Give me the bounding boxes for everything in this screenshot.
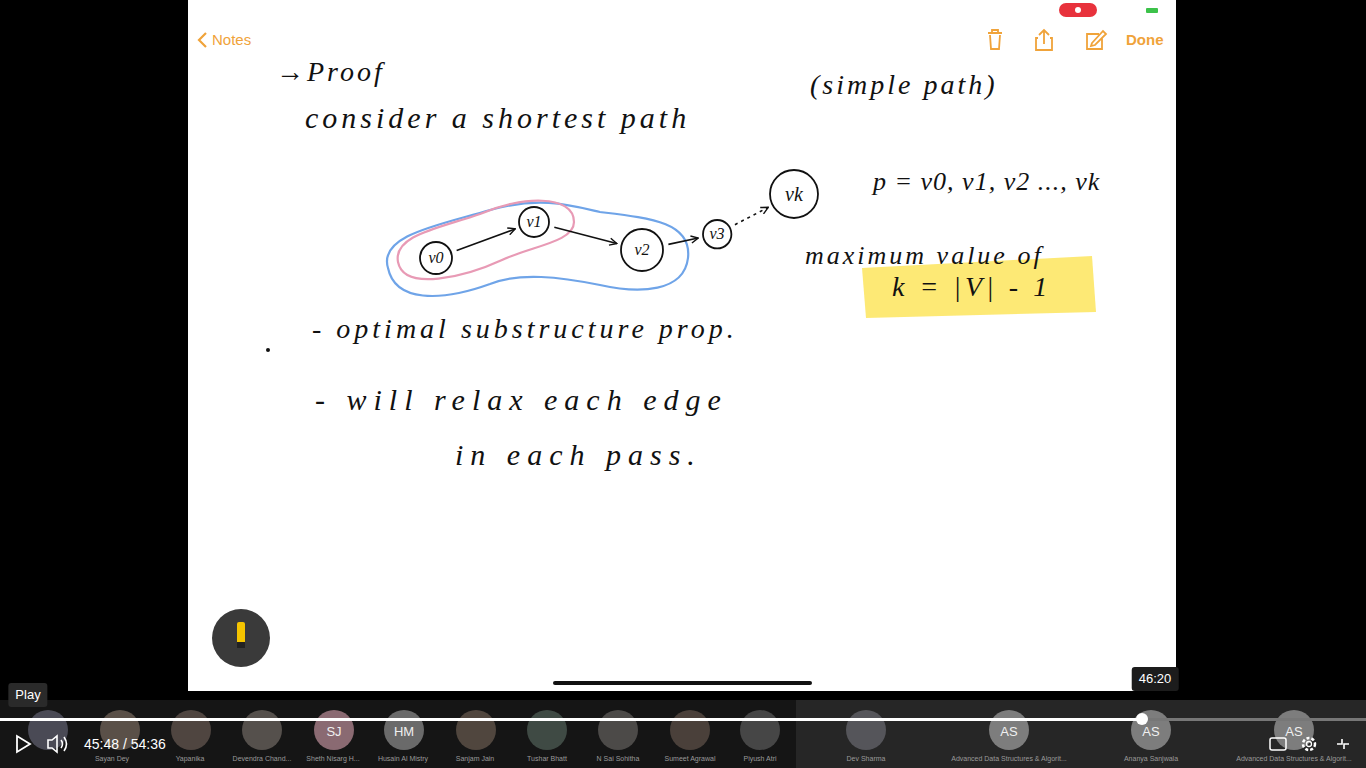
progress-remaining	[1142, 718, 1366, 721]
participant-strip	[796, 700, 1366, 768]
avatar	[527, 710, 567, 750]
participant-name: Advanced Data Structures & Algorit...	[1236, 755, 1352, 763]
participant-name: Husain Al Mistry	[378, 755, 428, 763]
vertex-outline	[420, 242, 452, 274]
avatar	[171, 710, 211, 750]
participant-name: Dev Sharma	[847, 755, 886, 763]
vertex-label: v1	[526, 214, 541, 230]
arrow-connector	[554, 227, 617, 243]
heading-note: →Proof	[276, 55, 385, 89]
toolbar-icons	[988, 30, 1106, 50]
participant-name: Ananya Sanjwala	[1124, 755, 1178, 763]
vertex-outline	[770, 170, 818, 218]
group-outline	[387, 203, 688, 296]
exit-fullscreen-icon	[1337, 739, 1349, 749]
avatar	[989, 710, 1029, 750]
participant-strip	[0, 700, 796, 768]
participant-name: Sayan Dey	[95, 755, 129, 763]
back-button-label: Notes	[212, 31, 251, 49]
vertex-outline	[621, 229, 663, 271]
participant-name: Sumeet Agrawal	[665, 755, 716, 763]
pen-icon	[237, 642, 245, 648]
settings-icon	[1303, 738, 1315, 750]
avatar	[846, 710, 886, 750]
participant-name: Devendra Chand...	[233, 755, 292, 763]
play-tooltip: Play	[8, 683, 47, 707]
vertex-label: v3	[709, 226, 724, 242]
avatar-initials: HM	[394, 724, 414, 740]
vertex-circle: vk	[769, 169, 819, 219]
participant-name: Sheth Nisarg H...	[306, 755, 359, 763]
avatar-initials: SJ	[326, 724, 341, 740]
handwritten-note: maximum value of	[805, 240, 1044, 271]
back-chevron	[199, 33, 206, 47]
vertex-circle: v0	[419, 241, 453, 275]
avatar	[242, 710, 282, 750]
volume-icon	[48, 736, 67, 752]
record-indicator	[1059, 3, 1097, 17]
group-outline	[398, 201, 574, 279]
highlighted-formula: k = |V| - 1	[892, 270, 1051, 304]
avatar	[314, 710, 354, 750]
playback-time: 45:48 / 54:36	[84, 736, 166, 753]
captions-icon	[1270, 738, 1286, 750]
participant-name: Advanced Data Structures & Algorit...	[951, 755, 1067, 763]
vertex-circle: v2	[620, 228, 664, 272]
handwritten-note: consider a shortest path	[305, 100, 690, 136]
play-icon	[17, 736, 30, 752]
participant-name: Sanjam Jain	[456, 755, 495, 763]
pen-icon	[237, 622, 245, 648]
settings-icon	[1307, 742, 1312, 747]
arrow-connector	[457, 229, 516, 251]
arrow-connector	[668, 238, 698, 244]
vertex-circle: v3	[702, 219, 732, 249]
ink-dot	[266, 348, 270, 352]
avatar	[384, 710, 424, 750]
arrow-connector	[735, 207, 768, 224]
avatar	[1131, 710, 1171, 750]
vertex-circle: v1	[518, 206, 550, 238]
avatar	[1274, 710, 1314, 750]
vertex-label: v0	[428, 250, 443, 266]
done-button: Done	[1126, 31, 1164, 49]
scrubber-handle	[1136, 713, 1148, 725]
record-dot	[1075, 7, 1081, 13]
avatar	[456, 710, 496, 750]
hover-time-tooltip: 46:20	[1132, 667, 1179, 691]
vertex-outline	[519, 207, 549, 237]
progress-played	[0, 718, 1142, 721]
notes-page	[188, 0, 1176, 691]
pen-tool-button	[212, 609, 270, 667]
participant-name: N Sai Sohitha	[597, 755, 640, 763]
avatar	[670, 710, 710, 750]
handwritten-note: (simple path)	[810, 68, 998, 102]
avatar-initials: AS	[1142, 724, 1159, 740]
avatar	[740, 710, 780, 750]
home-indicator	[553, 681, 812, 685]
participant-name: Tushar Bhatt	[527, 755, 567, 763]
participant-name: Yapanika	[176, 755, 205, 763]
vertex-label: vk	[785, 184, 803, 204]
battery-icon	[1146, 8, 1158, 13]
participant-name: Piyush Atri	[743, 755, 776, 763]
participant-avatars	[28, 710, 1314, 750]
vertex-label: v2	[634, 242, 649, 258]
trash-icon	[988, 30, 1002, 49]
bullet-note: - will relax each edge in each pass.	[315, 372, 755, 482]
avatar-initials: AS	[1285, 724, 1302, 740]
path-definition: p = v0, v1, v2 ..., vk	[873, 166, 1100, 197]
vertex-outline	[703, 220, 731, 248]
avatar	[598, 710, 638, 750]
bullet-note: - optimal substructure prop.	[312, 312, 738, 346]
share-icon	[1036, 30, 1052, 50]
avatar-initials: AS	[1000, 724, 1017, 740]
compose-icon	[1087, 31, 1106, 49]
